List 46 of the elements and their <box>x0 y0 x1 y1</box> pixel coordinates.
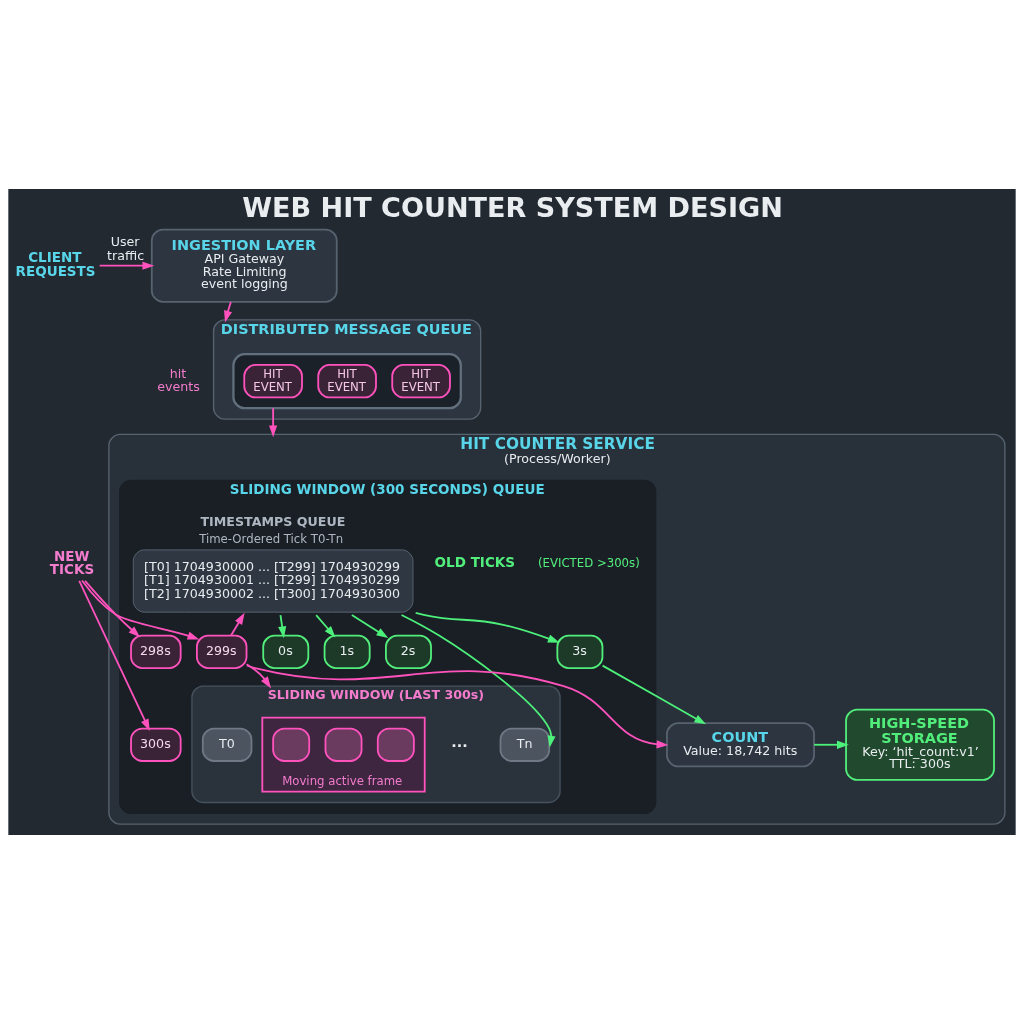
arrow <box>414 612 560 643</box>
arrow <box>84 579 141 638</box>
node-box: Tn <box>499 727 551 762</box>
node-box: T0 <box>201 727 253 762</box>
node-box <box>376 727 415 762</box>
node-box: HIT EVENT <box>391 364 451 399</box>
node-box: INGESTION LAYER API Gateway Rate Limiting event logging <box>150 228 338 303</box>
node-label: TIMESTAMPS QUEUE <box>200 513 346 529</box>
label: OLD TICKS <box>434 553 516 570</box>
label: (EVICTED >300s) <box>537 556 640 571</box>
node-box: 300s <box>130 727 182 762</box>
node-box: 2s <box>385 634 432 669</box>
arrow <box>230 612 245 637</box>
node-box: 3s <box>556 634 604 669</box>
arrow <box>98 261 155 270</box>
node-box <box>324 727 363 762</box>
arrow <box>245 664 669 749</box>
node-text: NEW TICKS <box>49 547 95 578</box>
node-label: Time-Ordered Tick T0-Tn <box>199 532 344 547</box>
node-box: 0s <box>262 634 310 669</box>
node-box: HIGH-SPEED STORAGE Key: ‘hit_count:v1’ TTL: 300s <box>845 708 995 781</box>
node-box: HIT EVENT <box>317 364 377 399</box>
label: hit events <box>157 365 200 395</box>
node-box: 298s <box>130 634 182 669</box>
arrow <box>278 614 287 639</box>
arrow <box>601 664 707 725</box>
arrow <box>350 614 389 639</box>
arrow <box>400 614 556 748</box>
arrow <box>813 740 849 749</box>
node-box <box>272 727 311 762</box>
diagram-title: WEB HIT COUNTER SYSTEM DESIGN <box>242 191 783 223</box>
node-label: Moving active frame <box>282 773 403 788</box>
cluster <box>232 353 462 410</box>
arrow <box>269 407 278 438</box>
arrow <box>245 663 272 689</box>
edge-label: User traffic <box>107 234 145 263</box>
arrow <box>315 614 336 638</box>
node-box: HIT EVENT <box>243 364 303 399</box>
node-text: CLIENT REQUESTS <box>15 249 96 279</box>
node-box: 299s <box>196 634 248 669</box>
arrow <box>78 579 150 731</box>
node-box: 1s <box>323 634 371 669</box>
label: ... <box>451 734 468 751</box>
arrow <box>81 579 200 640</box>
node-box: COUNT Value: 18,742 hits <box>666 722 815 768</box>
cluster <box>261 716 426 793</box>
